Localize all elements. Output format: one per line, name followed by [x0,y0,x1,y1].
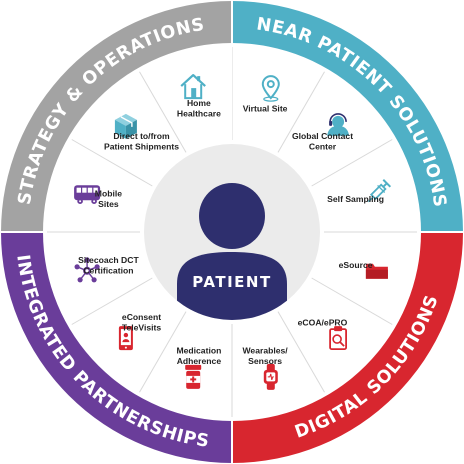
location-pin-icon [261,75,280,102]
segment-ecoa-epro: eCOA/ePRO [278,277,394,394]
network-nodes-icon [74,257,100,283]
syringe-icon [367,179,392,203]
patient-figure-icon [177,183,287,320]
ring-quadrant-near-patient [232,1,463,232]
segment-wedge [311,232,419,326]
folder-icon [365,263,388,279]
segment-wearables-sensors: Wearables/Sensors [232,311,326,419]
segment-wedge [45,232,153,326]
segment-label: Wearables/Sensors [242,345,288,366]
smartwatch-icon [263,363,278,390]
segment-divider [311,139,393,187]
segment-label: eCOA/ePRO [298,318,348,328]
segment-divider [71,277,153,325]
segment-esource: eSource [311,231,419,326]
package-box-icon [114,113,137,139]
segment-wedge [138,311,232,419]
segment-wedge [232,45,326,153]
ring-quadrant-integrated [1,232,232,463]
segment-divider [277,71,325,153]
pill-bottle-icon [185,364,202,389]
segment-wedge [45,138,153,232]
segment-wedge [232,311,326,419]
phone-video-icon [118,326,133,351]
ring-quadrant-strategy [1,1,232,232]
segment-divider [139,311,187,393]
segment-divider [311,277,393,325]
segment-label: Self Sampling [327,194,384,204]
segment-self-sampling: Self Sampling [311,138,419,232]
headset-agent-icon [327,113,350,136]
segment-wedge [311,138,419,232]
clipboard-icon [329,326,348,351]
center-label: PATIENT [192,273,271,291]
ring-quadrant-digital [232,232,463,463]
segment-divider [277,311,325,393]
segment-divider [71,139,153,187]
segment-label: eSource [339,260,373,270]
segment-divider [139,71,187,153]
house-icon [180,73,206,100]
patient-center: PATIENT [141,141,323,323]
bus-icon [74,185,101,204]
segment-label: Virtual Site [243,103,288,113]
